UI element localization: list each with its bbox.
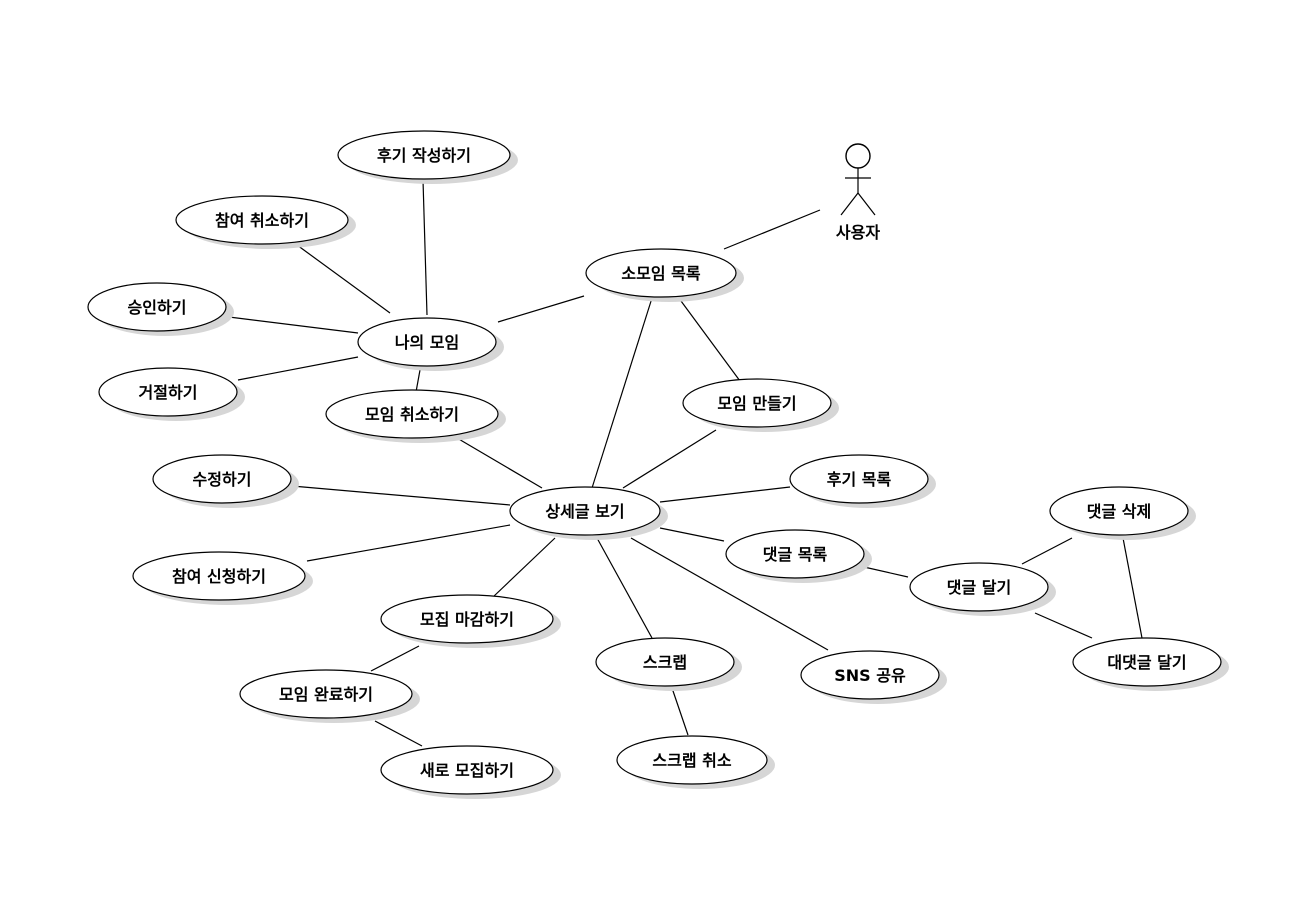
usecase-label: SNS 공유 bbox=[834, 666, 906, 685]
edge-write-delete bbox=[1021, 537, 1073, 565]
usecase-shape bbox=[1072, 637, 1222, 687]
usecase-label: 소모임 목록 bbox=[621, 264, 700, 283]
usecase-cancel-participation[interactable]: 참여 취소하기 bbox=[175, 195, 356, 249]
edge-detail-reviewlist bbox=[659, 486, 791, 503]
edge-delete-reply bbox=[1122, 537, 1143, 639]
usecase-shape bbox=[380, 745, 554, 795]
usecase-shape bbox=[725, 529, 865, 579]
usecase-label: 모임 취소하기 bbox=[365, 405, 459, 424]
usecase-label: 승인하기 bbox=[128, 298, 187, 317]
usecase-my-meeting[interactable]: 나의 모임 bbox=[357, 317, 504, 371]
usecase-shape bbox=[585, 248, 737, 298]
usecase-reject[interactable]: 거절하기 bbox=[98, 367, 245, 421]
usecase-shape bbox=[325, 389, 499, 439]
usecase-label: 스크랩 bbox=[643, 653, 687, 672]
usecase-cancel-scrap[interactable]: 스크랩 취소 bbox=[616, 735, 775, 789]
edge-actor-sogmoim bbox=[723, 209, 821, 250]
actor-head bbox=[845, 143, 871, 169]
usecase-shape bbox=[1049, 486, 1189, 536]
usecase-shape bbox=[152, 454, 292, 504]
usecase-shape bbox=[175, 195, 349, 245]
edge-detail-closerecruit bbox=[492, 537, 556, 598]
usecase-scrap[interactable]: 스크랩 bbox=[595, 637, 742, 691]
usecase-shape bbox=[509, 486, 661, 536]
usecase-label: 수정하기 bbox=[193, 470, 252, 489]
usecase-create-meeting[interactable]: 모임 만들기 bbox=[682, 378, 839, 432]
usecase-label: 댓글 삭제 bbox=[1087, 502, 1151, 521]
usecase-label: 거절하기 bbox=[139, 383, 198, 402]
actor-leg-right bbox=[857, 192, 876, 216]
usecase-shape bbox=[682, 378, 832, 428]
usecase-label: 대댓글 달기 bbox=[1107, 653, 1186, 672]
usecase-shape bbox=[98, 367, 238, 417]
usecase-label: 댓글 달기 bbox=[947, 578, 1011, 597]
edge-create-detail bbox=[622, 429, 717, 489]
usecase-shape bbox=[616, 735, 768, 785]
usecase-label: 모임 만들기 bbox=[717, 394, 796, 413]
usecase-view-detail[interactable]: 상세글 보기 bbox=[509, 486, 668, 540]
usecase-label: 나의 모임 bbox=[395, 333, 459, 352]
usecase-apply[interactable]: 참여 신청하기 bbox=[132, 551, 313, 605]
usecase-write-reply[interactable]: 대댓글 달기 bbox=[1072, 637, 1229, 691]
usecase-review-list[interactable]: 후기 목록 bbox=[789, 454, 936, 508]
usecase-label: 스크랩 취소 bbox=[652, 751, 731, 770]
edge-sogmoim-mymeeting bbox=[497, 295, 585, 323]
usecase-shape bbox=[357, 317, 497, 367]
usecase-label: 참여 신청하기 bbox=[172, 567, 266, 586]
edge-apply-detail bbox=[306, 524, 511, 562]
usecase-close-recruit[interactable]: 모집 마감하기 bbox=[380, 594, 561, 648]
edge-detail-commentlist bbox=[659, 527, 725, 542]
usecase-shape bbox=[800, 650, 940, 700]
edge-cancelmeeting-detail bbox=[456, 437, 543, 489]
usecase-write-comment[interactable]: 댓글 달기 bbox=[909, 562, 1056, 616]
edge-mymeeting-approve bbox=[228, 316, 359, 334]
edge-mymeeting-reject bbox=[237, 356, 359, 381]
usecase-shape bbox=[595, 637, 735, 687]
edge-detail-scrap bbox=[596, 537, 653, 639]
usecase-label: 참여 취소하기 bbox=[215, 211, 309, 230]
usecase-shape bbox=[337, 130, 511, 180]
usecase-complete-meeting[interactable]: 모임 완료하기 bbox=[239, 669, 420, 723]
usecase-label: 후기 목록 bbox=[827, 470, 892, 489]
usecase-cancel-meeting[interactable]: 모임 취소하기 bbox=[325, 389, 506, 443]
usecase-label: 모집 마감하기 bbox=[420, 610, 514, 629]
usecase-approve[interactable]: 승인하기 bbox=[87, 282, 234, 336]
usecase-shape bbox=[380, 594, 554, 644]
associations bbox=[228, 179, 1143, 747]
usecase-edit[interactable]: 수정하기 bbox=[152, 454, 299, 508]
edge-sogmoim-create bbox=[680, 300, 741, 382]
edge-detail-sns bbox=[630, 537, 829, 651]
usecase-write-review[interactable]: 후기 작성하기 bbox=[337, 130, 518, 184]
edge-mymeeting-cancelmeeting bbox=[415, 369, 421, 393]
usecase-delete-comment[interactable]: 댓글 삭제 bbox=[1049, 486, 1196, 540]
edge-closerecruit-complete bbox=[370, 645, 420, 672]
usecase-label: 모임 완료하기 bbox=[279, 685, 373, 704]
edge-complete-newrecruit bbox=[374, 720, 423, 747]
usecase-shape bbox=[239, 669, 413, 719]
usecase-shape bbox=[789, 454, 929, 504]
actor-leg-left bbox=[840, 192, 859, 216]
usecase-new-recruit[interactable]: 새로 모집하기 bbox=[380, 745, 561, 799]
edge-edit-detail bbox=[291, 485, 511, 506]
usecase-sogmoim-list[interactable]: 소모임 목록 bbox=[585, 248, 744, 302]
usecase-sns-share[interactable]: SNS 공유 bbox=[800, 650, 947, 704]
usecase-label: 상세글 보기 bbox=[545, 502, 624, 521]
edge-write-reply bbox=[1034, 612, 1093, 639]
usecase-label: 후기 작성하기 bbox=[377, 146, 471, 165]
usecase-label: 댓글 목록 bbox=[763, 545, 828, 564]
edge-scrap-cancelscrap bbox=[671, 687, 689, 736]
edge-mymeeting-review bbox=[422, 179, 428, 316]
usecase-shape bbox=[132, 551, 306, 601]
actor-label: 사용자 bbox=[836, 223, 880, 242]
edge-commentlist-write bbox=[863, 566, 909, 578]
actor-user: 사용자 bbox=[836, 143, 880, 242]
usecase-comment-list[interactable]: 댓글 목록 bbox=[725, 529, 872, 583]
usecase-label: 새로 모집하기 bbox=[420, 761, 514, 780]
edge-mymeeting-cancelpart bbox=[296, 244, 391, 314]
edge-sogmoim-detail bbox=[591, 297, 653, 489]
usecase-shape bbox=[909, 562, 1049, 612]
usecase-shape bbox=[87, 282, 227, 332]
